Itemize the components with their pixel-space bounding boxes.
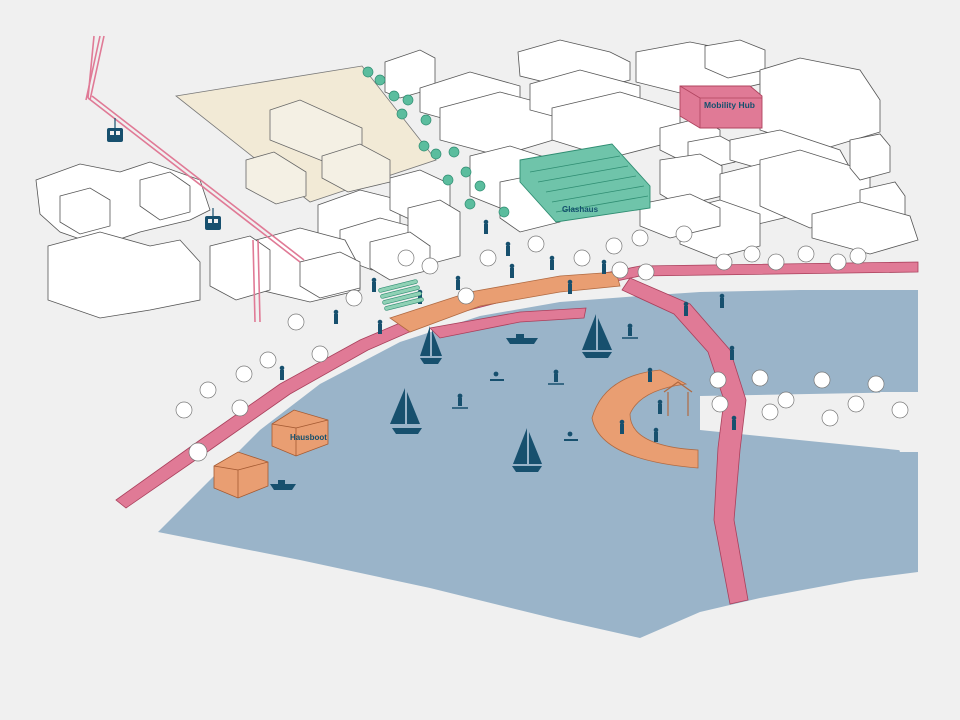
mobility-hub-label: Mobility Hub — [704, 100, 755, 110]
glashaus-label: Glashaus — [562, 205, 599, 214]
houseboat — [213, 451, 269, 499]
city-blocks — [35, 39, 919, 319]
cable-car-gondola — [107, 118, 123, 142]
circular-deck — [591, 369, 699, 469]
motorboat — [270, 480, 296, 490]
trees — [175, 225, 909, 462]
waterfront-decks — [389, 271, 699, 469]
hausboot-label: Hausboot — [290, 433, 327, 442]
field-buildings — [245, 99, 391, 205]
glasshouse-building: Glashaus — [519, 143, 651, 223]
sailboat — [390, 388, 422, 434]
garden-planters — [378, 279, 424, 311]
cable-car-gondola — [205, 208, 221, 230]
promenade-path — [115, 261, 919, 605]
sailboat — [420, 326, 442, 364]
sailboat — [512, 428, 542, 472]
sailboat — [582, 314, 612, 358]
mobility-hub-building: Mobility Hub — [679, 85, 763, 129]
water-people — [452, 323, 638, 441]
pavilion-tent — [663, 381, 693, 416]
motorboat — [506, 334, 538, 344]
pedestrians — [279, 219, 737, 442]
houseboat: Hausboot — [271, 409, 329, 457]
cable-car-line — [85, 35, 305, 323]
green-trees — [362, 66, 510, 218]
